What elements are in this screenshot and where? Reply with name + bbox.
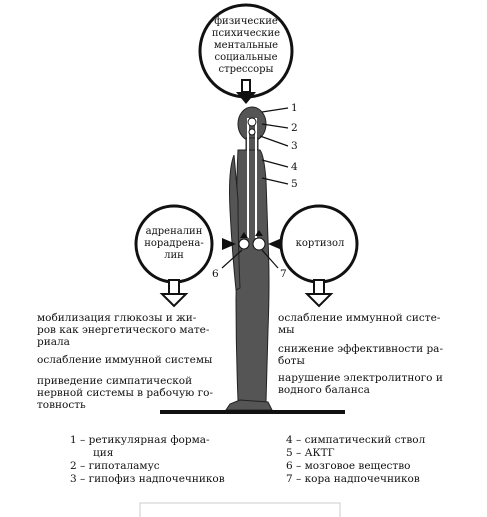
organ-arrows [240, 230, 263, 238]
organ-to-circle-arrows [222, 238, 282, 250]
stressor-arrow [236, 79, 256, 104]
marker-4: 4 [291, 161, 298, 173]
adrenaline-label: адреналин норадрена- лин [144, 226, 204, 261]
ground-line [160, 410, 345, 414]
pathway-lines [247, 118, 257, 238]
marker-7: 7 [280, 268, 287, 280]
legend-item-4: 4 – симпатический ствол [286, 434, 426, 446]
human-silhouette [225, 106, 273, 411]
marker-3: 3 [291, 140, 298, 152]
marker-6: 6 [212, 268, 219, 280]
marker-5: 5 [291, 178, 298, 190]
organ-nodes [238, 117, 266, 251]
left-effect-3: приведение симпатической нервной системы… [37, 375, 213, 411]
legend-right: 4 – симпатический ствол 5 – АКТГ 6 – моз… [286, 434, 425, 486]
legend-item-7: 7 – кора надпочечников [286, 473, 420, 485]
right-effect-2: снижение эффективности ра- боты [278, 343, 443, 367]
legend-left: 1 – ретикулярная форма- ция 2 – гипотала… [70, 434, 225, 486]
left-down-arrow [159, 279, 189, 308]
left-effect-1: мобилизация глюкозы и жи- ров как энерге… [37, 312, 210, 348]
cortisol-label: кортизол [295, 238, 345, 249]
left-effect-2: ослабление иммунной системы [37, 354, 213, 366]
stressor-text: физические психические ментальные социал… [211, 16, 281, 75]
legend-item-3: 3 – гипофиз надпочечников [70, 473, 225, 485]
right-down-arrow [304, 279, 334, 308]
marker-1: 1 [291, 102, 298, 114]
bottom-box-outline [139, 502, 341, 517]
legend-item-5: 5 – АКТГ [286, 447, 335, 459]
legend-item-2: 2 – гипоталамус [70, 460, 160, 472]
legend-item-1: 1 – ретикулярная форма- ция [70, 434, 210, 459]
right-effect-1: ослабление иммунной систе- мы [278, 312, 441, 336]
legend-item-6: 6 – мозговое вещество [286, 460, 411, 472]
right-effect-3: нарушение электролитного и водного балан… [278, 372, 443, 396]
marker-2: 2 [291, 122, 298, 134]
marker-leaders [221, 107, 289, 269]
